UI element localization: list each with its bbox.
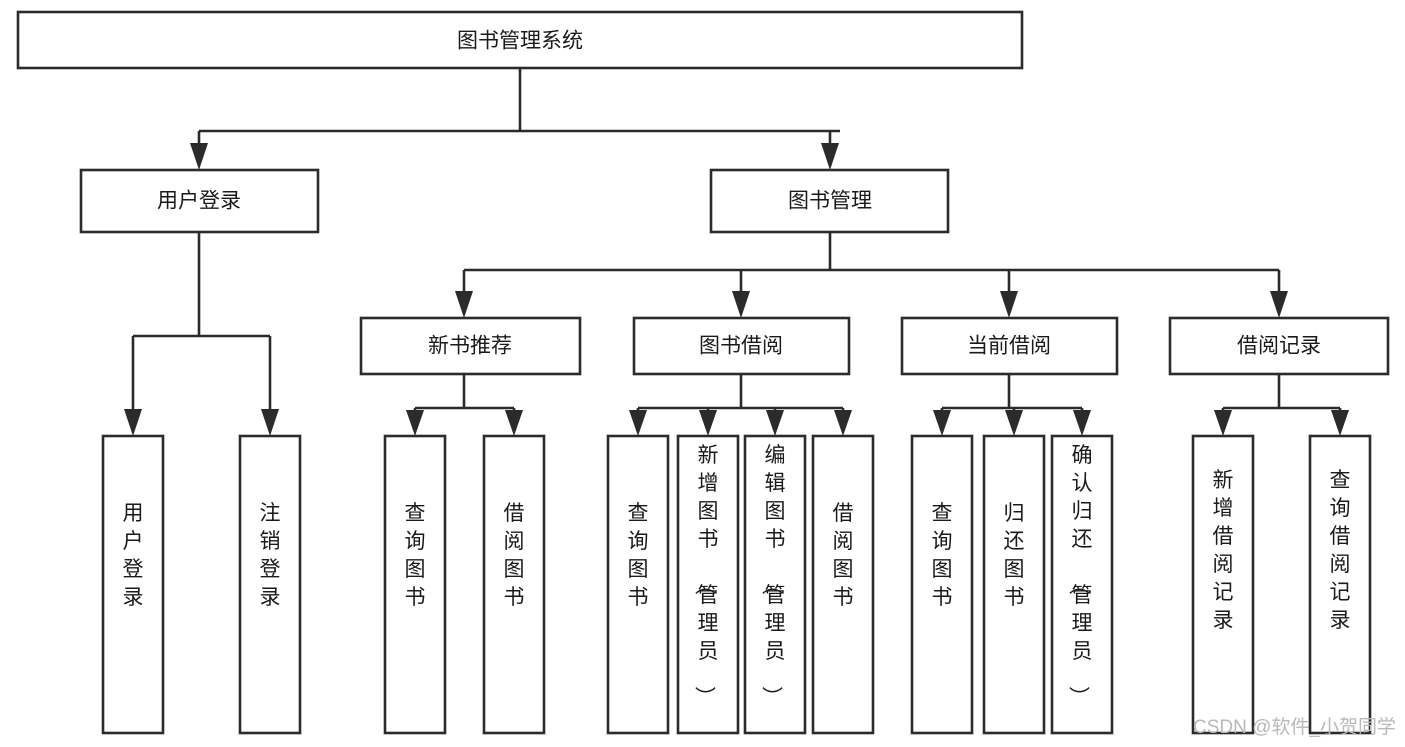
arrow-head-leaf-confirm-return bbox=[1073, 410, 1091, 436]
connector-group-book-manage-to-level3 bbox=[455, 232, 1288, 318]
connector-group-book-borrow-to-leaves bbox=[629, 374, 852, 436]
node-book-manage-label: 图书管理 bbox=[788, 190, 872, 213]
node-leaf-borrow-book-label: 借阅图书 bbox=[833, 502, 854, 609]
connector-group-current-borrow-to-leaves bbox=[933, 374, 1091, 436]
node-leaf-query-book-borrow-label: 查询图书 bbox=[628, 502, 649, 609]
node-leaf-user-login-label: 用户登录 bbox=[123, 502, 144, 609]
node-leaf-return-book[interactable]: 归还图书 bbox=[982, 434, 1046, 735]
node-leaf-query-borrow-record[interactable]: 查询借阅记录 bbox=[1308, 434, 1372, 735]
node-leaf-user-logout[interactable]: 注销登录 bbox=[238, 434, 302, 735]
node-root-box[interactable] bbox=[16, 10, 1024, 70]
node-book-manage[interactable]: 图书管理 bbox=[709, 168, 950, 234]
node-leaf-query-book-recommend-label: 查询图书 bbox=[405, 502, 426, 609]
node-current-borrow-label: 当前借阅 bbox=[967, 335, 1051, 358]
arrow-head-new-book-recommend bbox=[455, 291, 473, 318]
node-leaf-borrow-book-recommend-box[interactable] bbox=[482, 434, 546, 735]
node-borrow-record[interactable]: 借阅记录 bbox=[1168, 316, 1390, 376]
node-user-login-label: 用户登录 bbox=[157, 190, 241, 213]
node-leaf-edit-book-label: 编辑图书（管理员） bbox=[760, 444, 786, 707]
node-current-borrow[interactable]: 当前借阅 bbox=[900, 316, 1119, 376]
arrow-head-leaf-edit-book bbox=[766, 410, 784, 436]
node-leaf-borrow-book-recommend-label: 借阅图书 bbox=[504, 502, 525, 609]
node-leaf-return-book-label: 归还图书 bbox=[1004, 502, 1025, 609]
node-new-book-recommend-box[interactable] bbox=[359, 316, 582, 376]
node-leaf-query-borrow-record-label: 查询借阅记录 bbox=[1330, 469, 1351, 632]
node-leaf-confirm-return-label: 确认归还（管理员） bbox=[1067, 444, 1093, 707]
arrow-head-book-manage bbox=[821, 143, 839, 170]
node-leaf-return-book-box[interactable] bbox=[982, 434, 1046, 735]
node-leaf-query-book-borrow[interactable]: 查询图书 bbox=[606, 434, 670, 735]
node-new-book-recommend-label: 新书推荐 bbox=[428, 335, 512, 358]
node-leaf-edit-book[interactable]: 编辑图书（管理员） bbox=[743, 434, 807, 735]
node-root-label: 图书管理系统 bbox=[457, 30, 583, 53]
node-leaf-add-borrow-record-label: 新增借阅记录 bbox=[1213, 469, 1234, 632]
node-leaf-borrow-book[interactable]: 借阅图书 bbox=[811, 434, 875, 735]
node-book-borrow-label: 图书借阅 bbox=[699, 335, 783, 358]
node-root[interactable]: 图书管理系统 bbox=[16, 10, 1024, 70]
node-leaf-user-login[interactable]: 用户登录 bbox=[101, 434, 165, 735]
node-book-borrow[interactable]: 图书借阅 bbox=[632, 316, 851, 376]
node-leaf-add-book-label: 新增图书（管理员） bbox=[693, 444, 719, 707]
arrow-head-leaf-user-logout bbox=[261, 409, 279, 436]
arrow-head-leaf-borrow-book bbox=[834, 410, 852, 436]
arrow-head-leaf-query-book-current bbox=[933, 410, 951, 436]
node-book-borrow-box[interactable] bbox=[632, 316, 851, 376]
node-leaf-query-borrow-record-box[interactable] bbox=[1308, 434, 1372, 735]
node-leaf-query-book-current-label: 查询图书 bbox=[932, 502, 953, 609]
arrow-head-leaf-query-borrow-record bbox=[1331, 410, 1349, 436]
csdn-watermark: CSDN @软件_小贺同学 bbox=[1193, 716, 1396, 738]
arrow-head-user-login bbox=[190, 143, 208, 170]
arrow-head-leaf-return-book bbox=[1005, 410, 1023, 436]
node-leaf-edit-book-box[interactable] bbox=[743, 434, 807, 735]
arrow-head-borrow-record bbox=[1270, 291, 1288, 318]
node-new-book-recommend[interactable]: 新书推荐 bbox=[359, 316, 582, 376]
arrow-head-leaf-query-book-borrow bbox=[629, 410, 647, 436]
node-leaf-query-book-recommend-box[interactable] bbox=[383, 434, 447, 735]
node-leaf-confirm-return-box[interactable] bbox=[1050, 434, 1114, 735]
node-leaf-query-book-current-box[interactable] bbox=[910, 434, 974, 735]
node-user-login[interactable]: 用户登录 bbox=[79, 168, 320, 234]
node-leaf-query-book-borrow-box[interactable] bbox=[606, 434, 670, 735]
node-leaf-user-login-box[interactable] bbox=[101, 434, 165, 735]
node-leaf-user-logout-box[interactable] bbox=[238, 434, 302, 735]
arrow-head-book-borrow bbox=[732, 291, 750, 318]
node-leaf-borrow-book-box[interactable] bbox=[811, 434, 875, 735]
arrow-head-leaf-user-login bbox=[124, 409, 142, 436]
arrow-head-leaf-add-borrow-record bbox=[1214, 410, 1232, 436]
node-book-manage-box[interactable] bbox=[709, 168, 950, 234]
node-current-borrow-box[interactable] bbox=[900, 316, 1119, 376]
connector-group-root-to-level2 bbox=[190, 68, 840, 170]
node-user-login-box[interactable] bbox=[79, 168, 320, 234]
node-leaf-query-book-current[interactable]: 查询图书 bbox=[910, 434, 974, 735]
node-borrow-record-label: 借阅记录 bbox=[1237, 335, 1321, 358]
node-leaf-confirm-return[interactable]: 确认归还（管理员） bbox=[1050, 434, 1114, 735]
arrow-head-current-borrow bbox=[1000, 291, 1018, 318]
arrow-head-leaf-add-book bbox=[699, 410, 717, 436]
node-leaf-add-book[interactable]: 新增图书（管理员） bbox=[676, 434, 740, 735]
node-leaf-user-logout-label: 注销登录 bbox=[260, 502, 281, 609]
arrow-head-leaf-borrow-book-recommend bbox=[505, 410, 523, 436]
node-leaf-query-book-recommend[interactable]: 查询图书 bbox=[383, 434, 447, 735]
connector-group-borrow-record-to-leaves bbox=[1214, 374, 1349, 436]
node-leaf-add-borrow-record-box[interactable] bbox=[1191, 434, 1255, 735]
node-borrow-record-box[interactable] bbox=[1168, 316, 1390, 376]
node-leaf-add-borrow-record[interactable]: 新增借阅记录 bbox=[1191, 434, 1255, 735]
arrow-head-leaf-query-book-recommend bbox=[406, 410, 424, 436]
node-leaf-borrow-book-recommend[interactable]: 借阅图书 bbox=[482, 434, 546, 735]
connector-group-new-book-recommend-to-leaves bbox=[406, 374, 523, 436]
connector-group-user-login-to-leaves bbox=[124, 232, 279, 436]
node-leaf-add-book-box[interactable] bbox=[676, 434, 740, 735]
